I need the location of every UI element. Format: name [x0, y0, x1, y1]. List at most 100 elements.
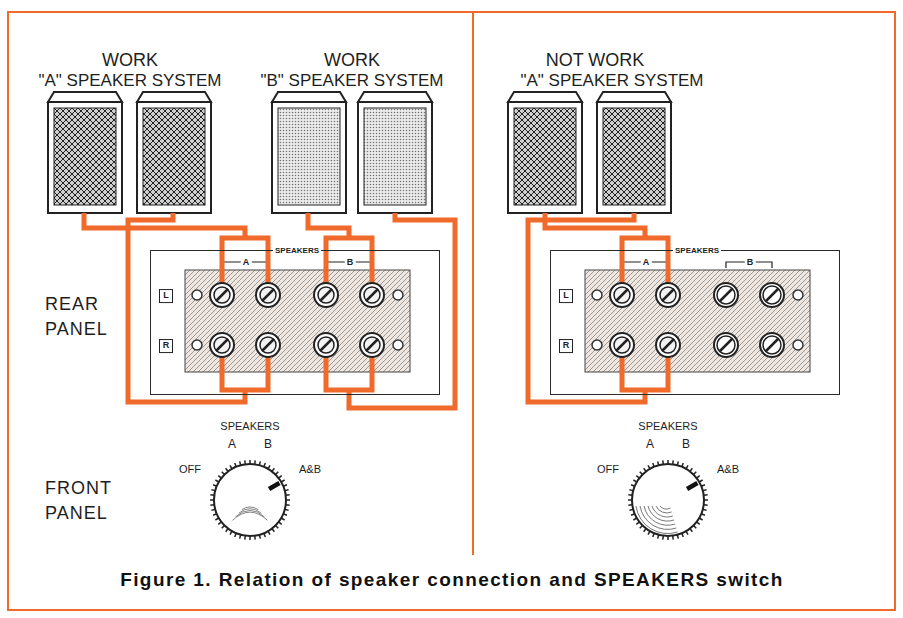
rear-terminal-panel: SPEAKERSABLR	[550, 250, 840, 395]
channel-letter: R	[159, 339, 173, 353]
cabinet-top	[48, 92, 122, 102]
speaker-wire	[128, 213, 245, 402]
speaker-wire	[545, 213, 645, 238]
knob-shading	[656, 506, 672, 513]
cabinet-top	[272, 92, 346, 102]
speaker-grille	[278, 108, 340, 205]
figure-caption: Figure 1. Relation of speaker connection…	[120, 569, 784, 591]
speaker-cabinet	[272, 92, 346, 213]
cabinet-top	[137, 92, 211, 102]
terminal-plate-group	[185, 262, 410, 372]
mounting-hole	[592, 340, 602, 350]
screw-slot	[262, 339, 274, 351]
terminal-screw	[760, 283, 784, 307]
mounting-hole	[393, 290, 403, 300]
terminal-plate	[185, 270, 410, 372]
heading-status: NOT WORK	[546, 50, 645, 71]
knob-shading	[648, 506, 674, 521]
speaker-cabinet	[137, 92, 211, 213]
cabinet-body	[597, 102, 671, 213]
rear-terminal-panel: SPEAKERSABLR	[150, 250, 440, 395]
screw-slot	[720, 289, 732, 301]
knob-shading	[636, 506, 678, 534]
switch-position: OFF	[597, 463, 619, 476]
terminal-heading: SPEAKERS	[673, 247, 721, 256]
terminal-screw	[610, 283, 634, 307]
knob-shading	[233, 512, 268, 520]
speakers-switch-knob	[628, 460, 708, 540]
cabinet-body	[272, 102, 346, 213]
knob-shading	[236, 510, 265, 516]
mounting-hole	[793, 290, 803, 300]
system-heading: "A" SPEAKER SYSTEM	[520, 71, 703, 91]
switch-name: SPEAKERS	[638, 420, 697, 433]
speakers-switch-knob	[210, 460, 290, 540]
speaker-wire	[326, 357, 372, 390]
screw-head	[364, 287, 380, 303]
switch-position: A	[646, 438, 654, 452]
terminal-screw	[714, 333, 738, 357]
speaker-cabinet	[597, 92, 671, 213]
knob-shading	[660, 506, 670, 509]
screw-slot	[320, 289, 332, 301]
speaker-grille	[143, 108, 205, 205]
heading-status: WORK	[102, 50, 158, 71]
screw-head	[214, 337, 230, 353]
switch-name: SPEAKERS	[220, 420, 279, 433]
speaker-cabinet	[358, 92, 432, 213]
screw-slot	[766, 339, 778, 351]
cabinet-body	[358, 102, 432, 213]
cabinet-body	[137, 102, 211, 213]
cabinet-top	[508, 92, 582, 102]
switch-position: A&B	[299, 463, 321, 476]
screw-head	[763, 336, 781, 354]
switch-position: A	[228, 438, 236, 452]
cabinet-body	[508, 102, 582, 213]
speakers	[48, 92, 671, 213]
screw-head	[214, 287, 230, 303]
mounting-hole	[192, 340, 202, 350]
group-letter: A	[241, 258, 252, 268]
group-letter: B	[345, 258, 356, 268]
terminal-screw	[256, 333, 280, 357]
terminal-screws	[610, 283, 784, 357]
terminal-screw	[360, 333, 384, 357]
speaker-wire	[528, 213, 645, 402]
speaker-grille	[54, 108, 116, 205]
switch-position: A&B	[717, 463, 739, 476]
terminal-screw	[210, 283, 234, 307]
screw-slot	[366, 339, 378, 351]
screw-head	[614, 337, 630, 353]
speaker-grille	[603, 108, 665, 205]
group-letter: B	[745, 258, 756, 268]
speaker-wire	[308, 213, 349, 238]
group-letter: A	[641, 258, 652, 268]
screw-head	[364, 337, 380, 353]
screw-slot	[320, 339, 332, 351]
system-heading: "B" SPEAKER SYSTEM	[260, 71, 443, 91]
terminal-plate-group	[585, 262, 810, 372]
knob-face	[632, 464, 704, 536]
cabinet-top	[597, 92, 671, 102]
terminal-screw	[656, 333, 680, 357]
screw-slot	[262, 289, 274, 301]
terminal-screws	[210, 283, 384, 357]
terminal-screw	[760, 333, 784, 357]
switch-position: B	[682, 438, 690, 452]
switch-position: OFF	[179, 463, 201, 476]
terminal-screw	[610, 333, 634, 357]
cabinet-body	[48, 102, 122, 213]
speaker-cabinet	[48, 92, 122, 213]
switch-position: B	[264, 438, 272, 452]
screw-slot	[720, 339, 732, 351]
screw-slot	[616, 289, 628, 301]
terminal-screw	[314, 283, 338, 307]
speaker-grille	[514, 108, 576, 205]
knob-shading	[640, 506, 676, 529]
knob-face	[214, 464, 286, 536]
channel-letter: L	[159, 289, 173, 303]
mounting-hole	[192, 290, 202, 300]
